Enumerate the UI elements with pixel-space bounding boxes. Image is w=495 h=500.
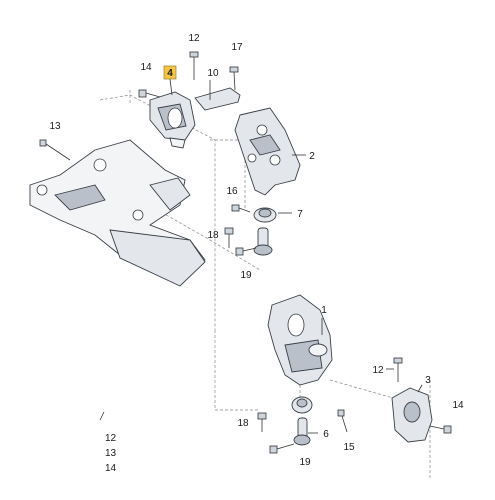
- callout-10: 10: [207, 68, 219, 79]
- bracket-part-4: [149, 91, 196, 149]
- fastener-legend-bolt: [99, 411, 105, 421]
- callout-19-bottom: 19: [299, 457, 311, 468]
- bushing-lower: [291, 396, 313, 414]
- bolt-part-19-bottom: [269, 443, 295, 454]
- mount-part-3: [391, 387, 433, 443]
- callout-6: 6: [323, 429, 329, 440]
- callout-15: 15: [343, 442, 355, 453]
- callout-17: 17: [231, 42, 243, 53]
- bolt-part-14-top: [138, 89, 161, 98]
- callout-1: 1: [321, 305, 327, 316]
- legend-item: 14: [105, 463, 117, 474]
- bolt-part-15: [337, 409, 348, 433]
- callout-14-top: 14: [140, 62, 152, 73]
- fastener-legend: 12 13 14: [105, 433, 117, 474]
- callout-3: 3: [425, 375, 431, 386]
- callout-19-top: 19: [240, 270, 252, 281]
- callout-2: 2: [309, 151, 315, 162]
- bolt-part-18-bottom: [257, 412, 267, 432]
- link-upper: [253, 227, 273, 256]
- bolt-part-12-right: [393, 357, 403, 382]
- bolt-part-19-top: [235, 247, 257, 256]
- callout-12-top: 12: [188, 33, 200, 44]
- link-part-6: [293, 417, 311, 446]
- bolt-part-17: [229, 66, 239, 91]
- bolt-part-18-top: [224, 227, 234, 248]
- callout-4: 4: [167, 68, 173, 79]
- bolt-part-12-top: [189, 51, 199, 80]
- callout-leaders: [169, 78, 423, 434]
- callout-18-top: 18: [207, 230, 219, 241]
- shield-part-10: [194, 87, 241, 111]
- callout-13: 13: [49, 121, 61, 132]
- callout-16: 16: [226, 186, 238, 197]
- bolt-part-14-right: [429, 425, 452, 434]
- callout-18-bottom: 18: [237, 418, 249, 429]
- callout-12-right: 12: [372, 365, 384, 376]
- engine-mount-part-1: [267, 294, 333, 386]
- bushing-part-7: [253, 207, 277, 223]
- subframe: [29, 139, 206, 287]
- bracket-part-2: [234, 107, 301, 196]
- bolt-part-16: [231, 204, 251, 213]
- legend-item: 12: [105, 433, 117, 444]
- callout-4-highlight-box: [163, 65, 177, 80]
- legend-item: 13: [105, 448, 117, 459]
- callout-14-right: 14: [452, 400, 464, 411]
- callout-7: 7: [297, 209, 303, 220]
- bolt-part-13: [39, 139, 71, 161]
